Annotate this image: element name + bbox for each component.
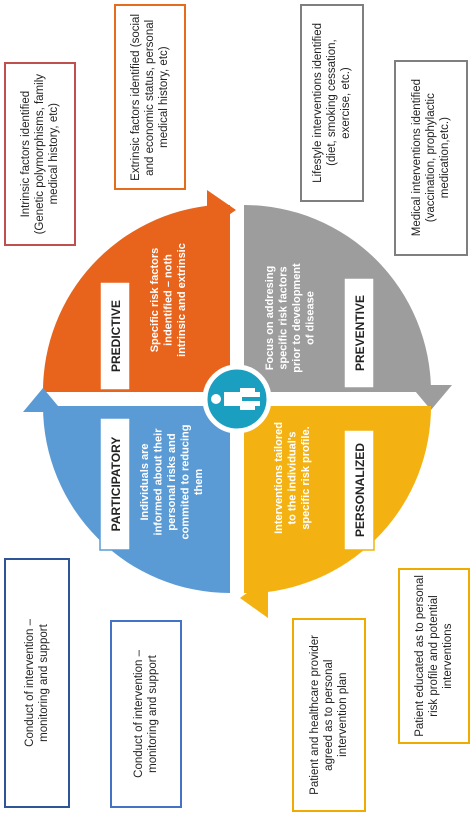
- conduct-intervention-text-right: Conduct of intervention – monitoring and…: [133, 650, 159, 778]
- participatory-body-line: Individuals are: [139, 443, 151, 520]
- extrinsic-factors-text: Extrinsic factors identified (social and…: [130, 13, 170, 181]
- intervention-plan-box: Patient and healthcare provider agreed a…: [292, 618, 366, 812]
- personalized-label-box: [343, 429, 375, 551]
- arrow-predictive: [207, 190, 236, 230]
- predictive-body-line: indentified – noth: [163, 254, 175, 346]
- arrow-preventive: [410, 385, 452, 410]
- predictive-label-box: [99, 281, 131, 391]
- medical-interventions-box: Medical interventions identified (vaccin…: [394, 60, 468, 256]
- arrow-personalized: [240, 578, 268, 618]
- preventive-title: PREVENTIVE: [353, 295, 367, 371]
- preventive-body-line: prior to development: [291, 263, 303, 373]
- preventive-body-line: Focus on addresing: [264, 266, 276, 371]
- medical-interventions-text: Medical interventions identified (vaccin…: [411, 79, 451, 237]
- personalized-body-line: to the individual's: [287, 431, 299, 524]
- conduct-intervention-box-right: Conduct of intervention – monitoring and…: [110, 620, 182, 808]
- preventive-label-box: [343, 277, 375, 389]
- preventive-body-line: specific risk factors: [278, 266, 290, 369]
- intervention-plan-text: Patient and healthcare provider agreed a…: [309, 635, 349, 795]
- lifestyle-interventions-box: Lifestyle interventions identified (diet…: [300, 4, 364, 202]
- quadrant-preventive: [244, 205, 431, 392]
- participatory-title: PARTICIPATORY: [109, 437, 123, 532]
- patient-educated-box: Patient educated as to personal risk pro…: [398, 568, 470, 744]
- conduct-intervention-box-left: Conduct of intervention – monitoring and…: [4, 558, 70, 808]
- intrinsic-factors-text: Intrinsic factors identified (Genetic po…: [20, 73, 60, 235]
- participatory-body-line: personal risks and: [166, 433, 178, 530]
- participatory-label-box: [99, 417, 131, 551]
- participatory-body-line: commited to reducing: [180, 425, 192, 540]
- quadrant-predictive: [42, 205, 230, 392]
- arrow-participatory: [23, 388, 63, 412]
- predictive-title: PREDICTIVE: [109, 300, 123, 372]
- conduct-intervention-text-left: Conduct of intervention – monitoring and…: [24, 619, 50, 747]
- personalized-body-line: Interventions tailored: [273, 422, 285, 534]
- extrinsic-factors-box: Extrinsic factors identified (social and…: [114, 4, 186, 190]
- quadrant-participatory: [43, 406, 230, 593]
- lifestyle-interventions-text: Lifestyle interventions identified (diet…: [312, 23, 352, 183]
- predictive-body-line: intrinsic and extrinsic: [176, 243, 188, 357]
- participatory-body-line: informed about their: [153, 428, 165, 536]
- quadrant-personalized: [244, 406, 432, 593]
- preventive-body-line: of disease: [305, 291, 317, 345]
- personalized-title: PERSONALIZED: [353, 443, 367, 537]
- personalized-body-line: specific risk profile.: [300, 426, 312, 529]
- intrinsic-factors-box: Intrinsic factors identified (Genetic po…: [4, 62, 76, 246]
- patient-educated-text: Patient educated as to personal risk pro…: [414, 575, 454, 737]
- person-icon: [202, 364, 272, 434]
- participatory-body-line: them: [193, 469, 205, 496]
- predictive-body-line: Specific risk factors: [149, 248, 161, 353]
